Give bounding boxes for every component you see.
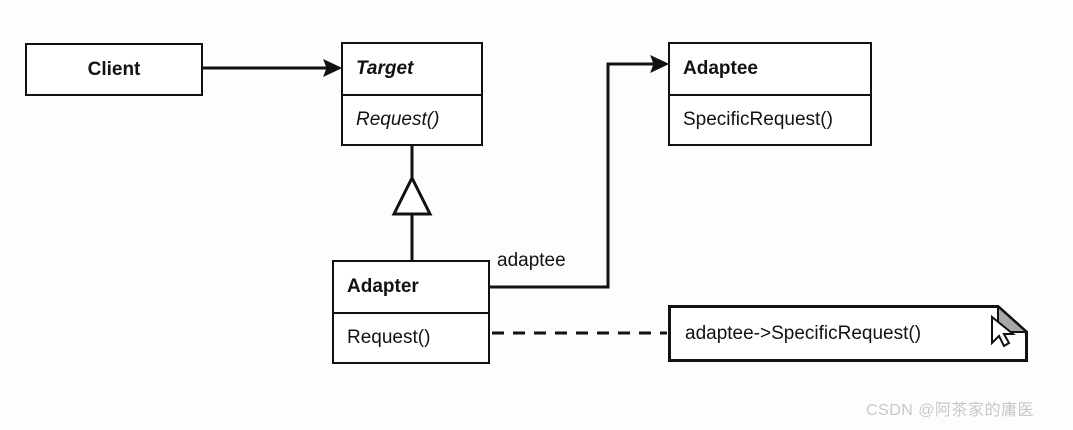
- filled-arrowhead-adaptee: [650, 55, 670, 73]
- class-operation-target-request: Request(): [343, 94, 481, 144]
- filled-arrowhead-target: [323, 59, 343, 77]
- class-operation-adapter-request: Request(): [334, 312, 488, 362]
- edge-request-to-note: [457, 325, 667, 341]
- note-box-shape: [668, 304, 1030, 362]
- hollow-triangle-arrowhead: [391, 174, 433, 216]
- class-name-client: Client: [87, 58, 141, 80]
- edge-client-to-target: [203, 59, 343, 77]
- edge-adapter-to-target: [391, 146, 433, 261]
- class-box-client[interactable]: Client: [25, 43, 203, 96]
- class-name-adaptee: Adaptee: [683, 58, 758, 79]
- edge-label-adaptee-role: adaptee: [497, 250, 566, 271]
- note-text: adaptee->SpecificRequest(): [685, 322, 922, 344]
- note-body: [668, 305, 1028, 362]
- note-dogear: [997, 304, 1030, 333]
- csdn-watermark: CSDN @阿茶家的庸医: [866, 402, 1035, 419]
- mouse-cursor-icon: [991, 314, 1016, 348]
- class-box-target[interactable]: Target Request(): [341, 42, 483, 146]
- class-name-adapter: Adapter: [347, 276, 419, 297]
- class-box-adapter[interactable]: Adapter Request(): [332, 260, 490, 364]
- class-box-adaptee[interactable]: Adaptee SpecificRequest(): [668, 42, 872, 146]
- note-box[interactable]: adaptee->SpecificRequest(): [668, 304, 1030, 362]
- class-name-target: Target: [356, 58, 414, 79]
- class-operation-adaptee-specificrequest: SpecificRequest(): [670, 94, 870, 144]
